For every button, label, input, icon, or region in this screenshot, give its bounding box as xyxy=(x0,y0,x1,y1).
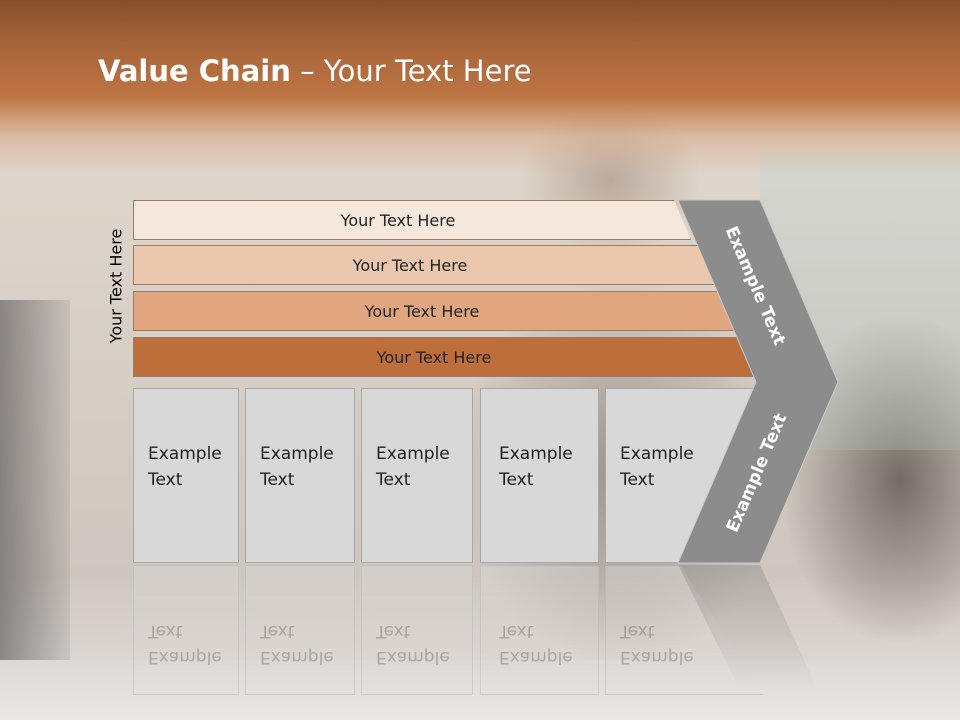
example-box-5-line1: Example xyxy=(620,444,694,464)
title-band xyxy=(0,0,960,175)
row-4: Your Text Here xyxy=(133,337,763,377)
example-box-1-line1: Example xyxy=(148,444,222,464)
row-1: Your Text Here xyxy=(133,200,691,240)
example-box-4-line2: Text xyxy=(499,470,534,490)
chevron-shape xyxy=(677,199,839,564)
row-4-label: Your Text Here xyxy=(376,347,492,367)
slide-title: Value Chain – Your Text Here xyxy=(98,54,532,88)
chevron-reflection xyxy=(678,565,818,690)
row-3-label: Your Text Here xyxy=(364,301,480,321)
example-box-4-line1: Example xyxy=(499,444,573,464)
row-3: Your Text Here xyxy=(133,291,739,331)
example-box-2-line1: Example xyxy=(260,444,334,464)
row-2: Your Text Here xyxy=(133,245,715,285)
row-2-label: Your Text Here xyxy=(352,255,468,275)
example-box-5-line2: Text xyxy=(620,470,655,490)
slide-title-bold: Value Chain xyxy=(98,54,291,88)
example-box-1-line2: Text xyxy=(148,470,183,490)
example-box-3-line1: Example xyxy=(376,444,450,464)
slide-title-rest: – Your Text Here xyxy=(290,54,532,88)
example-box-3-line2: Text xyxy=(376,470,411,490)
background-laptop xyxy=(0,300,70,660)
example-box-2-line2: Text xyxy=(260,470,295,490)
row-1-label: Your Text Here xyxy=(340,210,456,230)
